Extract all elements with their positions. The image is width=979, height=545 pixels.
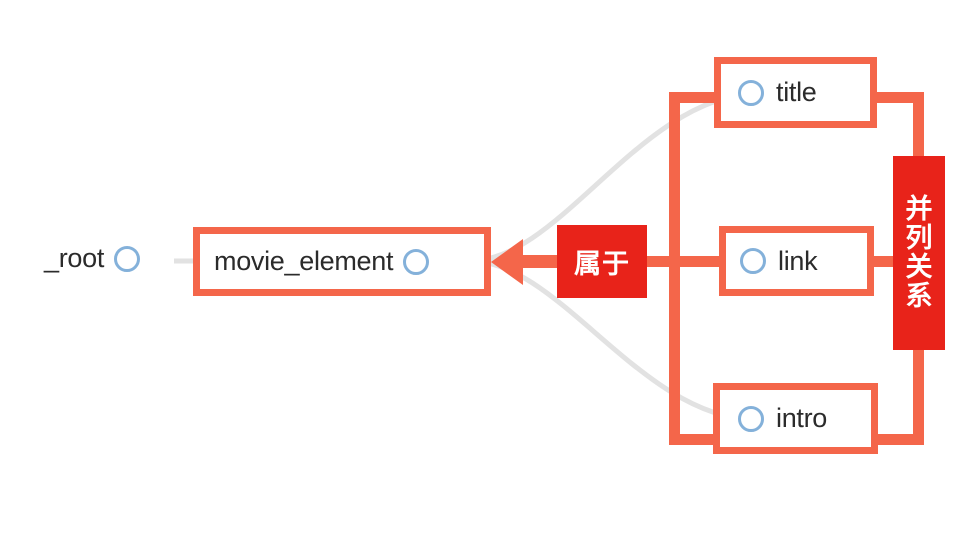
left-bracket-stub-intro <box>669 434 719 445</box>
arrow-left-icon <box>491 239 523 285</box>
left-bracket-vertical <box>669 92 680 445</box>
node-link[interactable]: link <box>719 226 874 296</box>
node-movie-element-label: movie_element <box>214 246 394 276</box>
node-root[interactable]: _root <box>44 243 141 274</box>
right-bracket-stub-intro <box>873 434 924 445</box>
node-circle-icon <box>114 245 141 272</box>
node-link-label: link <box>778 245 818 276</box>
node-circle-icon <box>738 405 764 432</box>
node-intro[interactable]: intro <box>713 383 878 454</box>
node-circle-icon <box>738 79 764 106</box>
node-title[interactable]: title <box>714 57 877 128</box>
left-bracket-stub-link <box>669 256 725 267</box>
annotation-parallel-char-2: 列 <box>905 222 933 253</box>
annotation-parallel-char-4: 系 <box>905 281 933 312</box>
annotation-belongs-to-text: 属于 <box>574 249 630 279</box>
right-bracket-stub-title <box>872 92 924 103</box>
node-title-label: title <box>776 77 817 107</box>
annotation-parallel-char-3: 关 <box>905 252 933 282</box>
annotation-parallel-char-1: 并 <box>905 193 933 224</box>
node-root-label: _root <box>44 243 105 273</box>
annotation-belongs-to: 属于 <box>557 225 647 298</box>
node-movie-element[interactable]: movie_element <box>193 227 491 296</box>
annotation-parallel-relation: 并 列 关 系 <box>893 156 945 350</box>
left-bracket-stub-title <box>669 92 719 103</box>
node-intro-label: intro <box>776 403 828 433</box>
node-circle-icon <box>740 248 766 274</box>
node-circle-icon <box>403 248 430 275</box>
